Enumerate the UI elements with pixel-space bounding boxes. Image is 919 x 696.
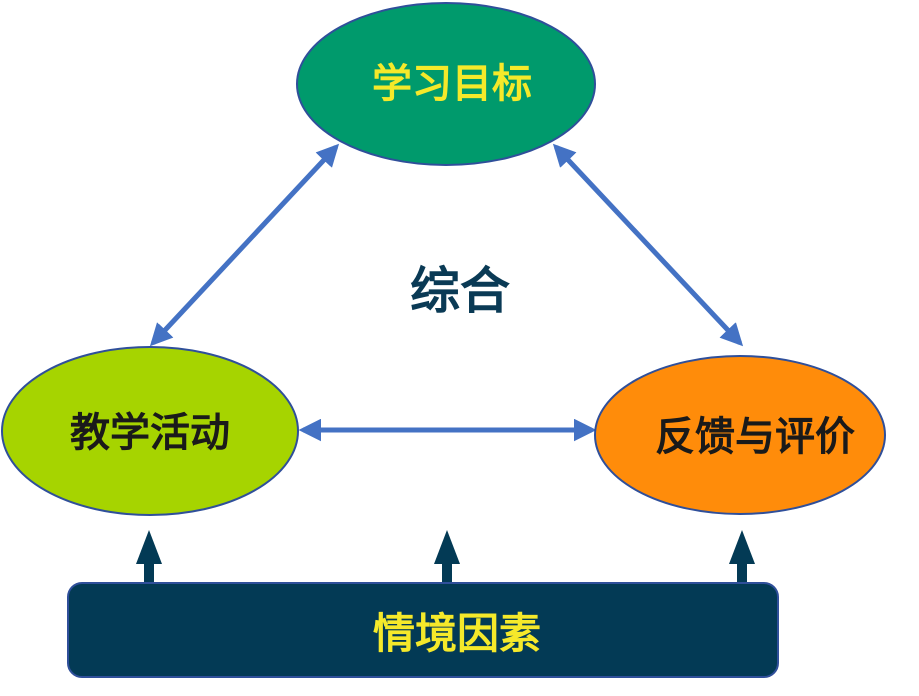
node-context-factors: 情境因素	[67, 582, 779, 678]
center-label: 综合	[410, 262, 510, 320]
up-arrow-center	[434, 530, 460, 584]
node-learning-goal: 学习目标	[296, 2, 596, 166]
feedback-evaluation-label: 反馈与评价	[655, 414, 855, 460]
teaching-activity-label: 教学活动	[70, 410, 230, 456]
learning-goal-label: 学习目标	[372, 61, 532, 107]
goal-activity-arrow	[149, 143, 340, 347]
up-arrow-right	[729, 530, 755, 584]
up-arrow-left	[136, 530, 162, 584]
node-feedback-evaluation: 反馈与评价	[594, 355, 886, 515]
context-factors-label: 情境因素	[373, 609, 541, 658]
node-teaching-activity: 教学活动	[1, 346, 299, 516]
goal-feedback-arrow	[552, 143, 744, 347]
